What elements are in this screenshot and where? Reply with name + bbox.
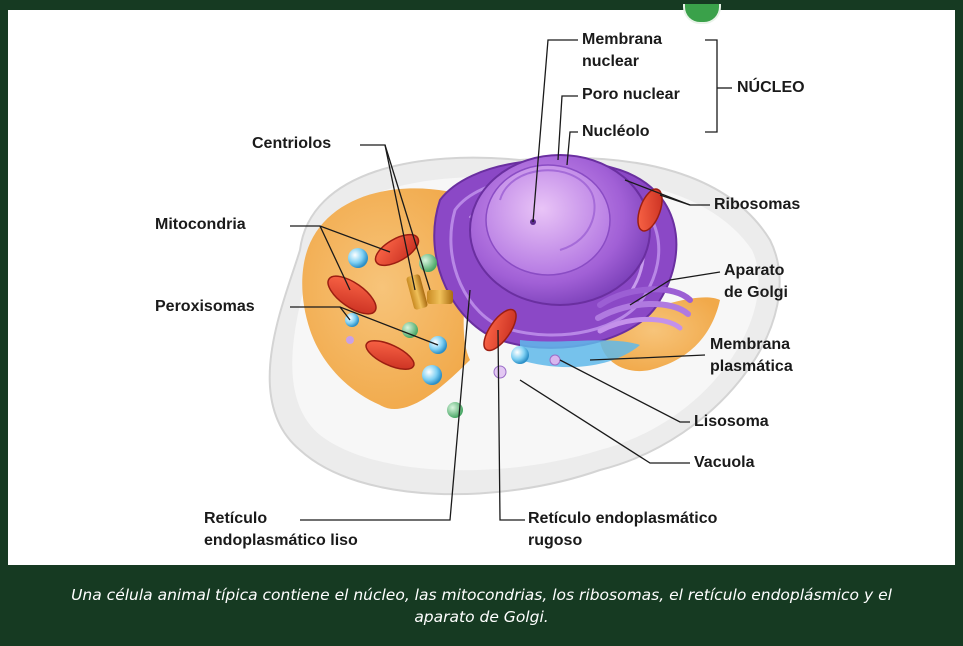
label-reticulo-liso-line2: endoplasmático liso (204, 530, 358, 552)
label-poro-nuclear: Poro nuclear (582, 84, 680, 106)
label-reticulo-rugoso: Retículo endoplasmático rugoso (528, 508, 717, 552)
cell-diagram (0, 0, 963, 565)
label-membrana-nuclear: Membrana nuclear (582, 29, 662, 73)
label-aparato-golgi-line2: de Golgi (724, 282, 788, 304)
label-ribosomas: Ribosomas (714, 194, 800, 216)
caption-band: Una célula animal típica contiene el núc… (0, 565, 963, 646)
label-aparato-golgi: Aparato de Golgi (724, 260, 788, 304)
figure-caption: Una célula animal típica contiene el núc… (67, 584, 897, 628)
label-aparato-golgi-line1: Aparato (724, 260, 788, 282)
label-membrana-plasmatica-line1: Membrana (710, 334, 793, 356)
nucleus (470, 155, 650, 305)
label-reticulo-rugoso-line2: rugoso (528, 530, 717, 552)
label-nucleo: NÚCLEO (737, 77, 805, 99)
label-reticulo-rugoso-line1: Retículo endoplasmático (528, 508, 717, 530)
label-reticulo-liso-line1: Retículo (204, 508, 358, 530)
label-membrana-plasmatica: Membrana plasmática (710, 334, 793, 378)
label-reticulo-liso: Retículo endoplasmático liso (204, 508, 358, 552)
label-membrana-plasmatica-line2: plasmática (710, 356, 793, 378)
label-nucleolo: Nucléolo (582, 121, 650, 143)
label-vacuola: Vacuola (694, 452, 754, 474)
label-centriolos: Centriolos (252, 133, 331, 155)
label-mitocondria: Mitocondria (155, 214, 246, 236)
label-membrana-nuclear-line2: nuclear (582, 51, 662, 73)
label-lisosoma: Lisosoma (694, 411, 769, 433)
label-peroxisomas: Peroxisomas (155, 296, 255, 318)
label-membrana-nuclear-line1: Membrana (582, 29, 662, 51)
